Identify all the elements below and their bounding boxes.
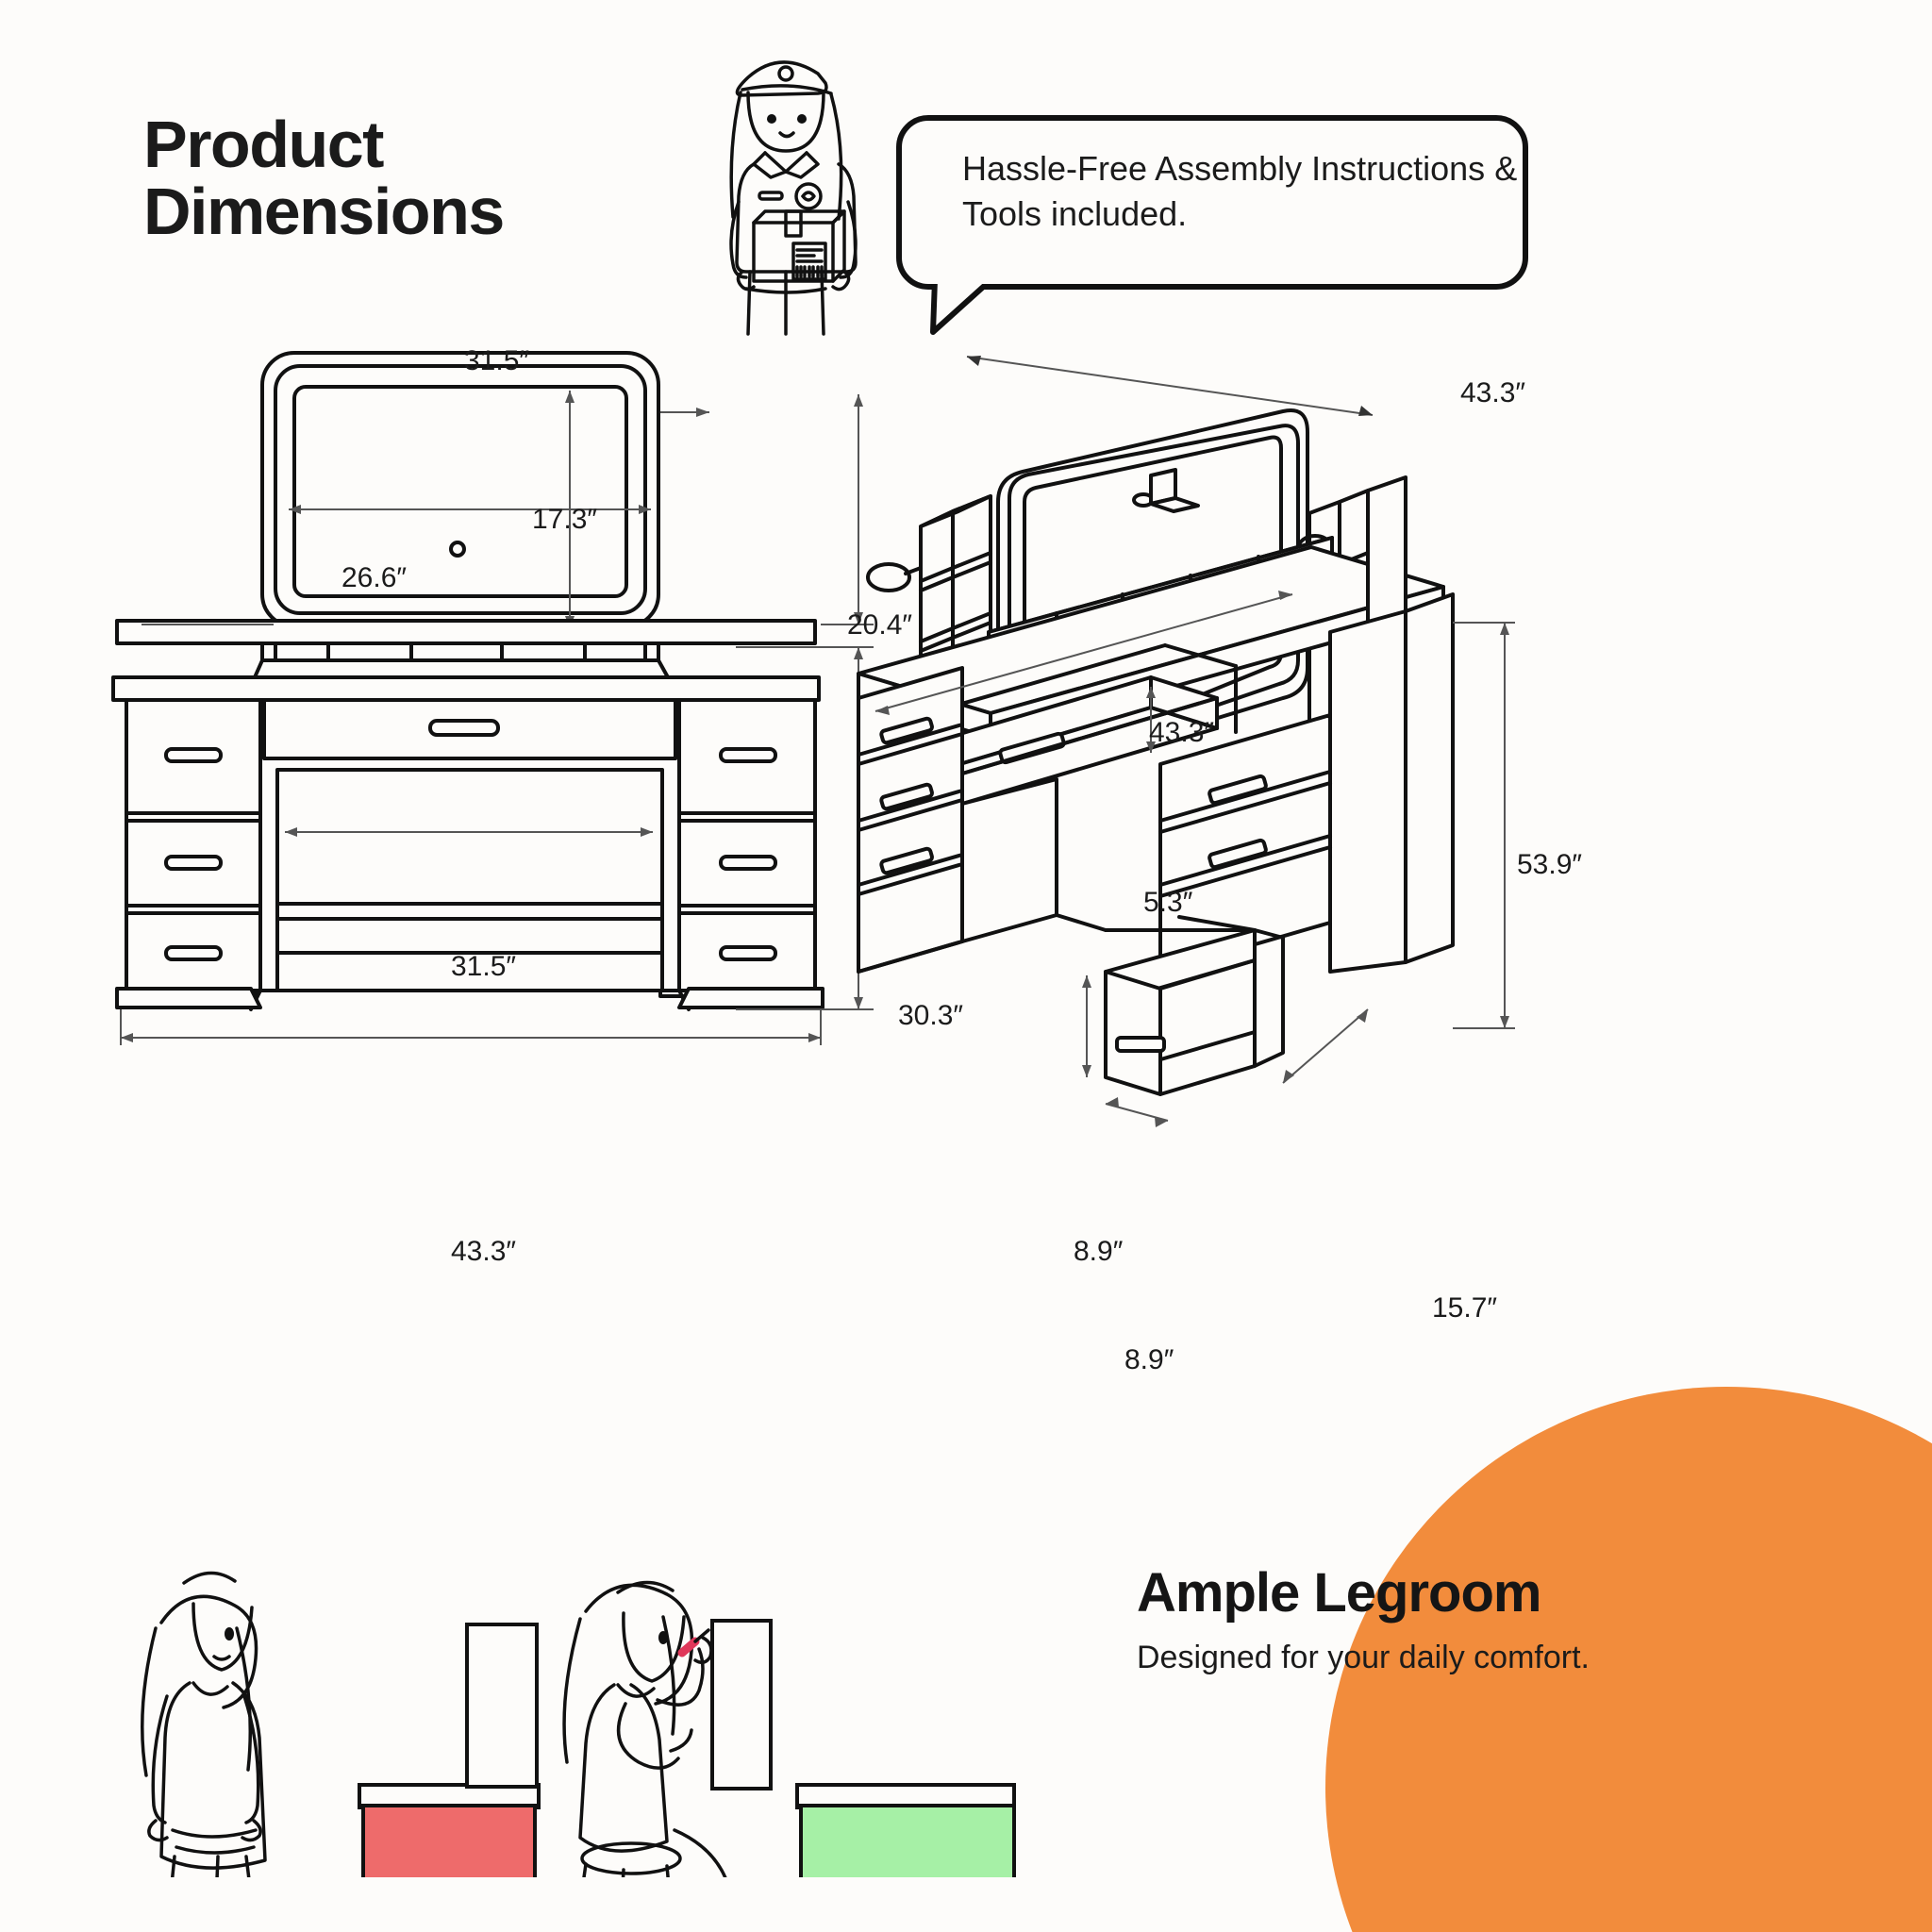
front-elevation-diagram <box>111 351 874 1045</box>
perspective-diagram <box>857 356 1515 1127</box>
page-title: Product Dimensions <box>143 108 505 249</box>
legroom-subheading: Designed for your daily comfort. <box>1137 1640 1590 1675</box>
dim-front-legroom-width: 31.5″ <box>451 951 517 982</box>
speech-bubble-tail <box>930 279 997 335</box>
dim-front-mirror-frame-width: 31.5″ <box>464 345 530 376</box>
dim-persp-side-drawer-width: 8.9″ <box>1124 1344 1174 1375</box>
dim-front-desk-height: 30.3″ <box>898 1000 964 1031</box>
speech-bubble <box>896 115 1528 290</box>
page-title-line2: Dimensions <box>143 175 505 249</box>
dim-persp-depth: 15.7″ <box>1432 1292 1498 1324</box>
dim-front-mirror-inner-width: 26.6″ <box>341 562 408 593</box>
dim-persp-hutch-width: 43.3″ <box>1460 377 1526 408</box>
speech-bubble-text: Hassle-Free Assembly Instructions & Tool… <box>962 149 1518 233</box>
cramped-block <box>361 1804 537 1877</box>
dim-persp-desktop-width: 43.3″ <box>1149 717 1215 748</box>
dim-front-hutch-height: 20.4″ <box>847 609 913 641</box>
legroom-heading: Ample Legroom <box>1137 1562 1541 1624</box>
dim-persp-side-drawer-height: 8.9″ <box>1074 1236 1124 1267</box>
delivery-person-icon <box>729 60 858 336</box>
legroom-comparison-illustration <box>141 1571 1016 1877</box>
ample-block <box>799 1804 1016 1877</box>
dim-front-overall-width: 43.3″ <box>451 1236 517 1267</box>
dim-persp-overall-height: 53.9″ <box>1517 849 1583 880</box>
dim-persp-drawer-front-height: 5.3″ <box>1143 887 1193 918</box>
dim-front-mirror-inner-height: 17.3″ <box>532 504 598 535</box>
page-title-line1: Product <box>143 108 384 181</box>
